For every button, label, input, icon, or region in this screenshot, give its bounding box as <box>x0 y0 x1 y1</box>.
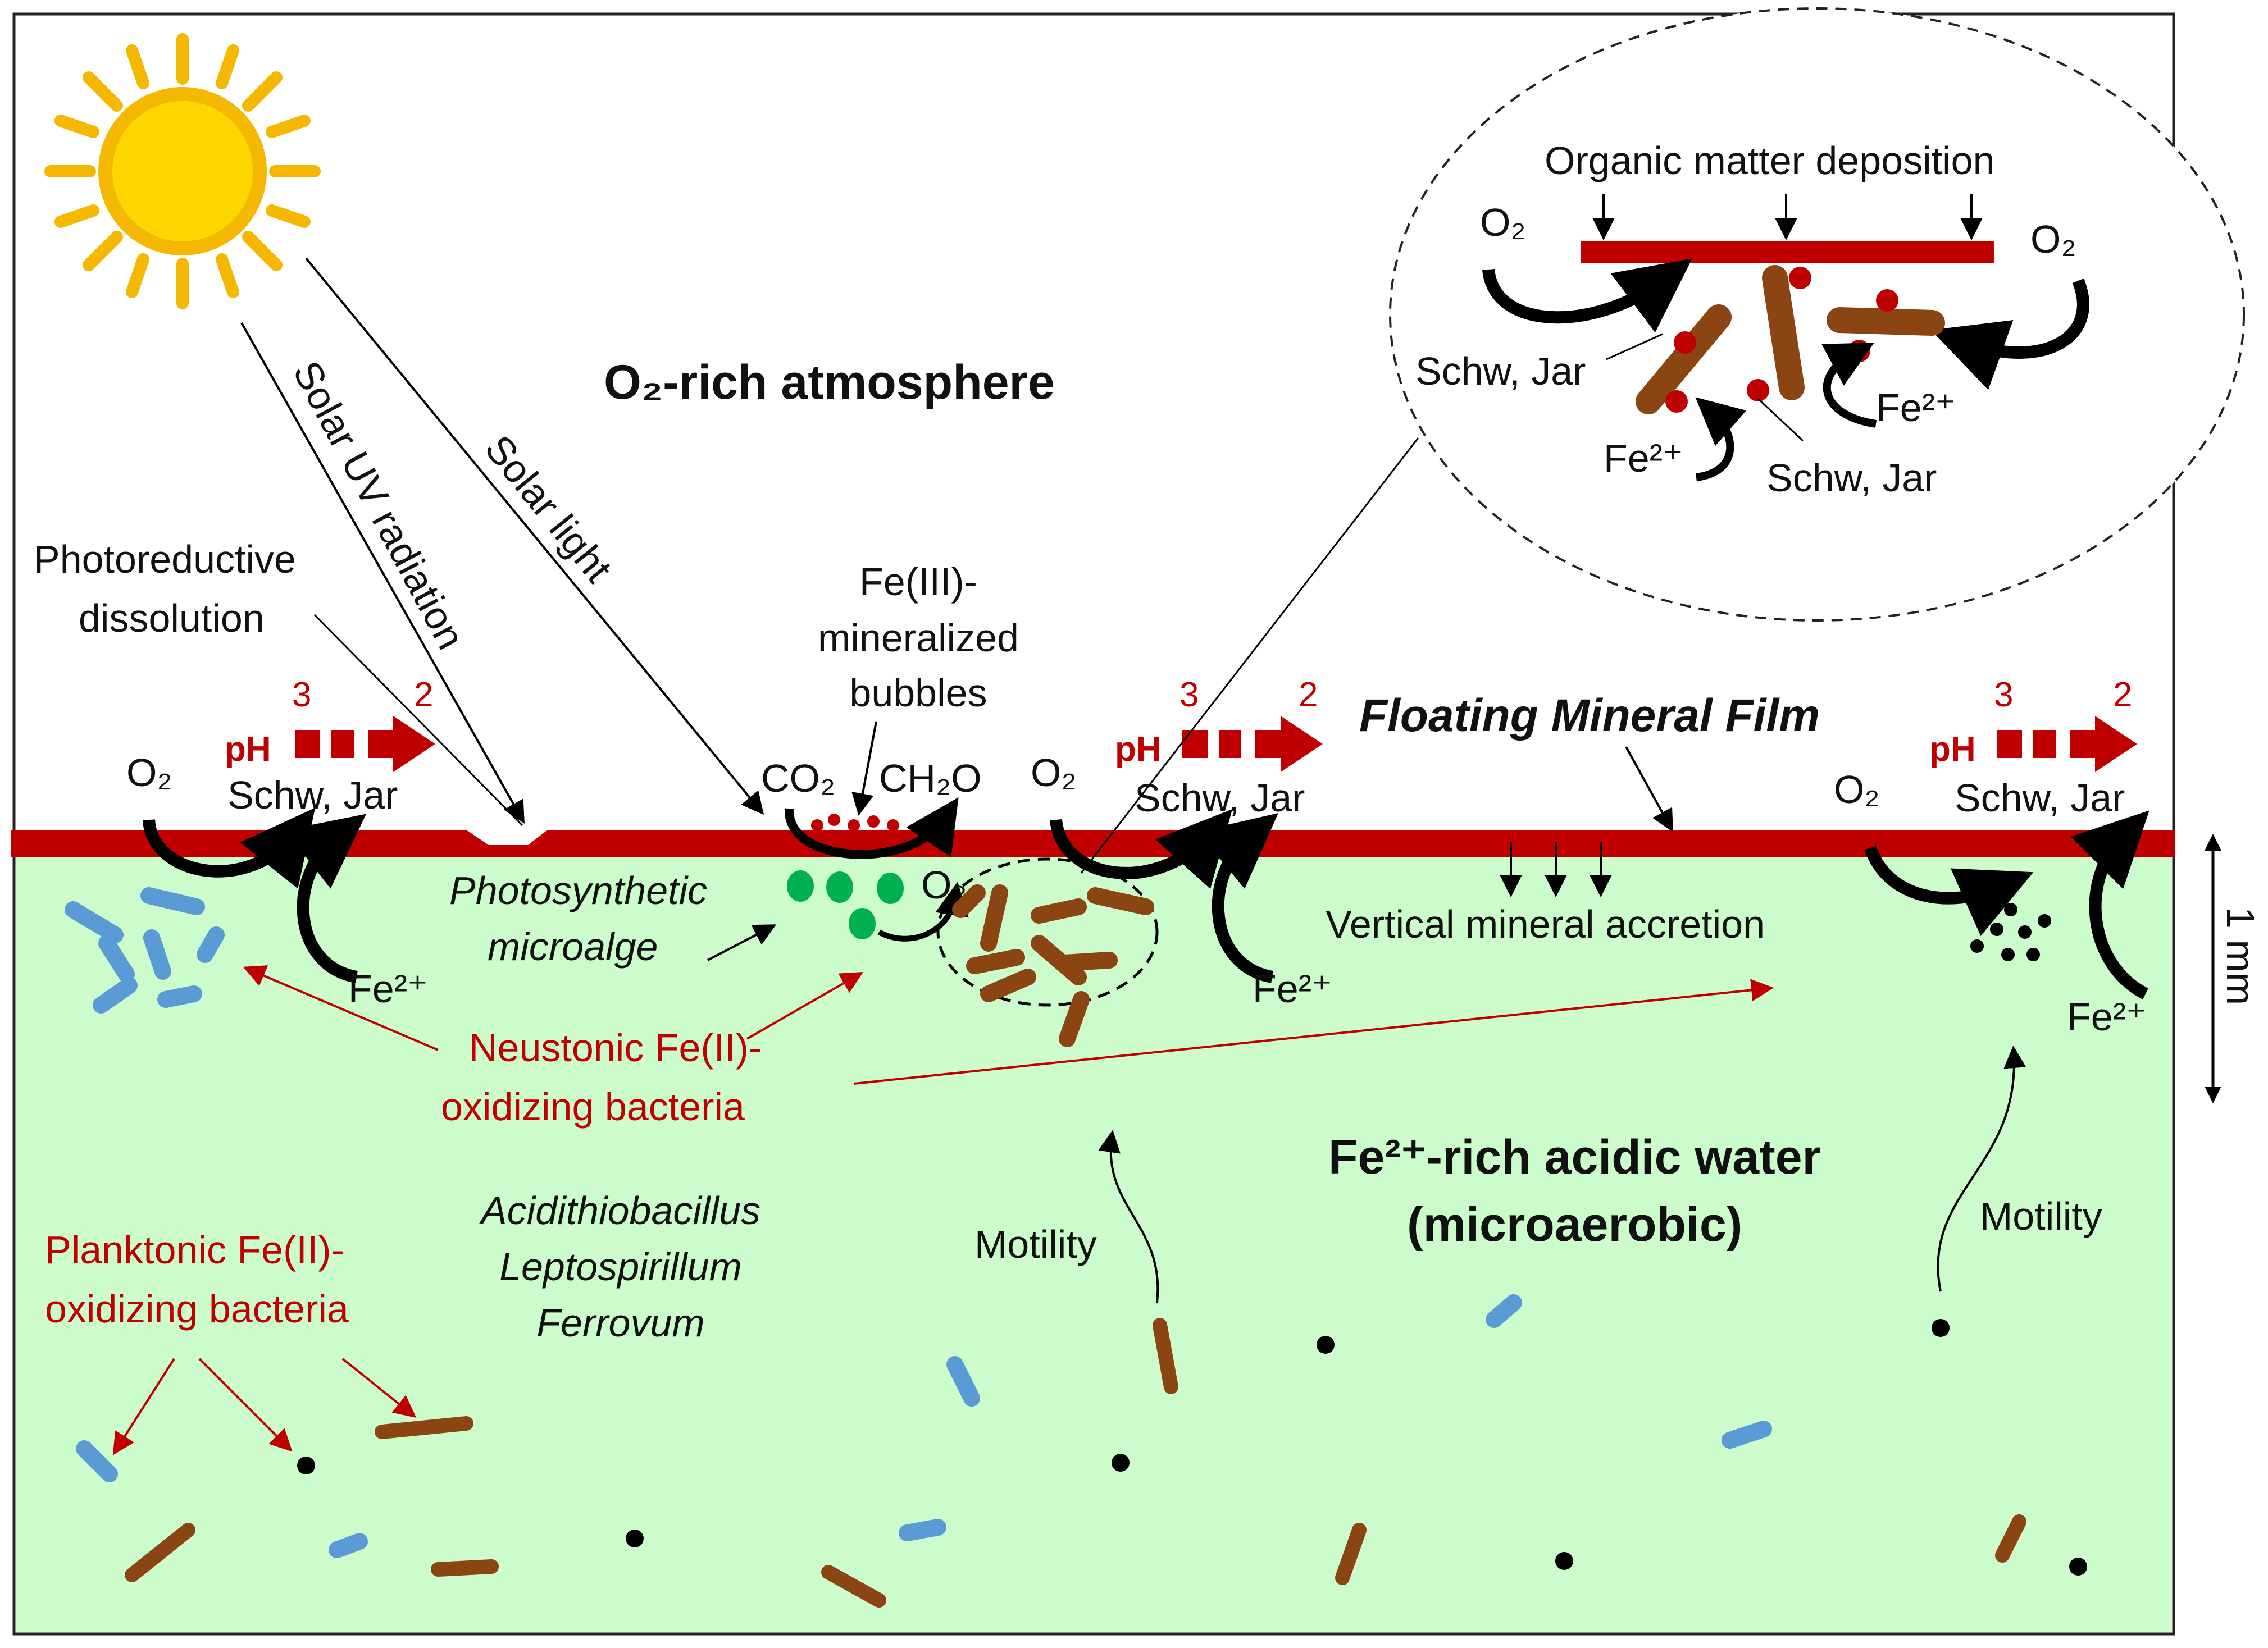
motility-label-2: Motility <box>1980 1194 2102 1238</box>
solar-light-ray <box>305 257 764 815</box>
bacteria-cluster-outline <box>936 857 1159 1007</box>
inset-content: Organic matter deposition O₂ O₂ Schw, Ja… <box>1415 139 2089 500</box>
svg-text:pH: pH <box>1115 730 1162 769</box>
planktonic-pointers <box>112 1358 417 1455</box>
svg-text:2: 2 <box>2113 675 2132 714</box>
svg-text:Fe²⁺: Fe²⁺ <box>348 967 428 1011</box>
motility-arrow-1 <box>1098 1130 1159 1303</box>
genus-leptospirillum: Leptospirillum <box>499 1245 742 1289</box>
acidic-water-body <box>16 856 2172 1632</box>
vertical-accretion-label: Vertical mineral accretion <box>1326 902 1765 946</box>
svg-text:Schw, Jar: Schw, Jar <box>1955 776 2125 820</box>
svg-text:2: 2 <box>414 675 433 714</box>
planktonic-cocci <box>297 1319 2087 1576</box>
svg-text:3: 3 <box>1179 675 1199 714</box>
photosynthetic-label-line2: microalge <box>488 925 658 969</box>
neustonic-label-line1: Neustonic Fe(II)- <box>469 1026 762 1070</box>
motility-label-1: Motility <box>974 1222 1097 1266</box>
svg-text:CH₂O: CH₂O <box>879 756 982 800</box>
neustonic-blue-bacteria <box>65 887 225 1014</box>
svg-text:3: 3 <box>292 675 311 714</box>
svg-text:Fe²⁺: Fe²⁺ <box>1604 436 1683 480</box>
photoreductive-label-line1: Photoreductive <box>34 537 296 581</box>
svg-text:Fe²⁺: Fe²⁺ <box>1253 967 1332 1011</box>
svg-text:Fe²⁺: Fe²⁺ <box>2067 995 2147 1039</box>
fe3-bubbles-line2: mineralized <box>818 616 1019 660</box>
vertical-accretion-arrows <box>1500 842 1612 897</box>
floating-mineral-film <box>11 830 2175 857</box>
fe3-bubbles-line3: bubbles <box>849 671 987 715</box>
genus-ferrovum: Ferrovum <box>536 1301 704 1345</box>
floating-film-pointer <box>1625 746 1673 833</box>
redox-cycle-left: O₂ Schw, Jar Fe²⁺ <box>126 751 428 1011</box>
bubble-process: CO₂ CH₂O O₂ <box>761 756 1159 1007</box>
redox-cycle-right: O₂ Schw, Jar Fe²⁺ <box>1834 768 2149 1039</box>
redox-cycle-middle: O₂ Schw, Jar Fe²⁺ <box>1031 751 1332 1011</box>
svg-text:O₂: O₂ <box>2030 217 2076 261</box>
fe3-bubbles-pointer <box>851 721 877 816</box>
photosynthetic-label-line1: Photosynthetic <box>449 869 707 912</box>
inset-connector <box>1080 437 1419 874</box>
inset-magnified-view <box>1389 7 2245 622</box>
svg-text:O₂: O₂ <box>1834 768 1880 811</box>
neustonic-label-line2: oxidizing bacteria <box>441 1085 745 1129</box>
inset-title: Organic matter deposition <box>1545 139 1995 182</box>
svg-text:Schw, Jar: Schw, Jar <box>1766 456 1937 500</box>
genus-acidithiobacillus: Acidithiobacillus <box>479 1189 760 1232</box>
svg-text:3: 3 <box>1994 675 2013 714</box>
svg-text:O₂: O₂ <box>126 751 172 795</box>
water-title-line2: (microaerobic) <box>1407 1198 1742 1252</box>
floating-film-label: Floating Mineral Film <box>1359 690 1820 741</box>
fe3-bubbles-line1: Fe(III)- <box>859 560 977 604</box>
svg-text:pH: pH <box>1929 730 1976 769</box>
inset-film <box>1581 241 1994 263</box>
photosynthetic-pointer <box>707 924 777 961</box>
atmosphere-title: O₂-rich atmosphere <box>604 355 1055 409</box>
sun-icon <box>44 33 321 309</box>
svg-text:2: 2 <box>1299 675 1318 714</box>
neustonic-brown-bacteria <box>952 884 1154 1047</box>
planktonic-blue-bacteria <box>76 1294 1772 1558</box>
svg-text:Schw, Jar: Schw, Jar <box>227 773 398 817</box>
neustonic-pointers <box>243 965 1774 1085</box>
solar-uv-ray <box>240 322 525 824</box>
microalgae-cells <box>787 870 904 939</box>
planktonic-label-line2: oxidizing bacteria <box>45 1287 349 1331</box>
svg-text:Schw, Jar: Schw, Jar <box>1135 776 1305 820</box>
ph-gradient-2: pH 3 2 <box>1115 675 1323 772</box>
svg-text:O₂: O₂ <box>1031 751 1077 795</box>
svg-text:O₂: O₂ <box>1480 200 1526 244</box>
ph-gradient-3: pH 3 2 <box>1929 675 2137 772</box>
photoreductive-label-line2: dissolution <box>79 596 265 640</box>
planktonic-label-line1: Planktonic Fe(II)- <box>45 1228 344 1272</box>
svg-text:CO₂: CO₂ <box>761 756 835 800</box>
scale-label: 1 mm <box>2219 907 2262 1005</box>
svg-text:Schw, Jar: Schw, Jar <box>1415 349 1586 393</box>
water-title-line1: Fe²⁺-rich acidic water <box>1328 1130 1821 1184</box>
svg-text:pH: pH <box>225 730 271 769</box>
svg-text:Fe²⁺: Fe²⁺ <box>1876 386 1956 430</box>
motility-arrow-2 <box>1937 1046 2026 1292</box>
planktonic-brown-bacteria <box>125 1318 2026 1608</box>
ph-gradient-1: pH 3 2 <box>225 675 435 772</box>
photoreductive-pointer <box>313 614 523 827</box>
